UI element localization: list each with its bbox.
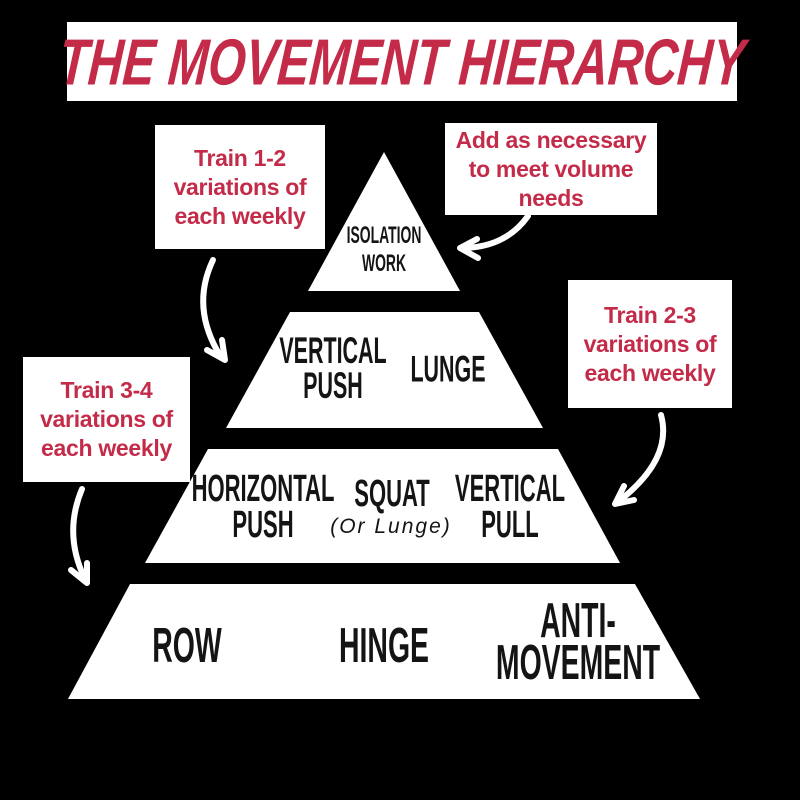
label-vertical-push: VERTICAL PUSH bbox=[279, 330, 387, 406]
callout-train-1-2: Train 1-2 variations of each weekly bbox=[155, 125, 325, 249]
arrow-to-tier2-icon bbox=[200, 257, 228, 363]
callout-train-2-3: Train 2-3 variations of each weekly bbox=[568, 280, 732, 408]
tier-1-shape bbox=[308, 152, 460, 291]
arrow-to-tier4-icon bbox=[68, 486, 90, 586]
tier-4-shape bbox=[68, 584, 700, 699]
label-squat-note: (Or Lunge) bbox=[330, 515, 452, 538]
label-anti-movement: ANTI- MOVEMENT bbox=[495, 594, 661, 690]
callout-train-1-2-text: Train 1-2 variations of each weekly bbox=[173, 144, 307, 229]
arrow-to-tier3-icon bbox=[612, 412, 667, 507]
label-vertical-pull: VERTICAL PULL bbox=[454, 468, 566, 546]
label-isolation-work: ISOLATION WORK bbox=[346, 222, 422, 277]
label-horizontal-push: HORIZONTAL PUSH bbox=[191, 468, 335, 546]
callout-train-3-4-text: Train 3-4 variations of each weekly bbox=[40, 377, 173, 461]
callout-add-as-necessary-text: Add as necessary to meet volume needs bbox=[455, 126, 647, 211]
title-banner: THE MOVEMENT HIERARCHY bbox=[56, 22, 748, 101]
callout-train-2-3-text: Train 2-3 variations of each weekly bbox=[583, 301, 717, 386]
callout-train-3-4: Train 3-4 variations of each weekly bbox=[23, 357, 190, 482]
arrow-to-tier1-icon bbox=[457, 213, 531, 261]
label-row: ROW bbox=[152, 619, 222, 673]
tier-2-shape bbox=[226, 312, 543, 428]
tier-3-shape bbox=[145, 449, 620, 563]
callout-add-as-necessary: Add as necessary to meet volume needs bbox=[445, 123, 657, 215]
label-hinge: HINGE bbox=[338, 619, 430, 673]
label-squat: SQUAT bbox=[354, 473, 430, 515]
label-lunge: LUNGE bbox=[410, 348, 486, 390]
